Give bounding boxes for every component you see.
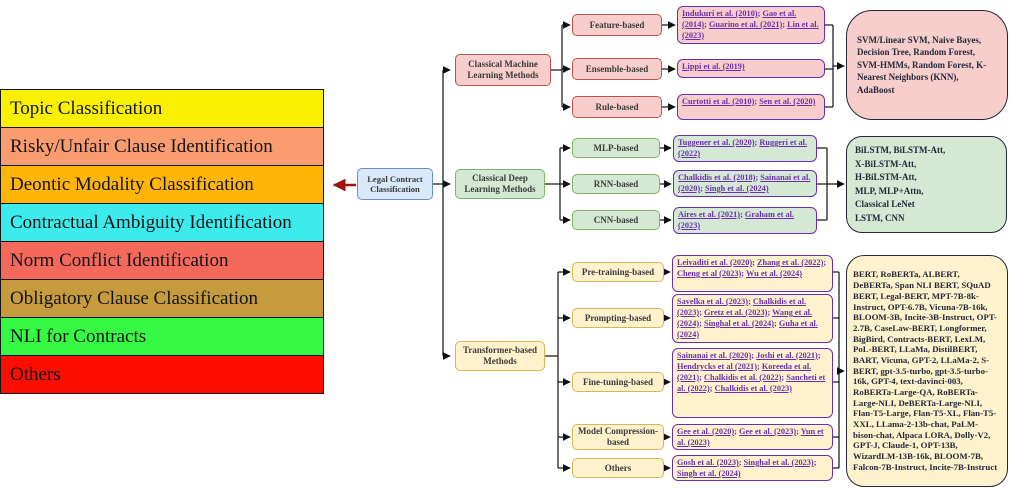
citation-link[interactable]: Singhal et al. (2023) bbox=[743, 458, 814, 467]
citations-cnn-based: Aires et al. (2021); Graham et al. (2023… bbox=[673, 207, 817, 234]
citation-link[interactable]: Leivaditi et al. (2020) bbox=[677, 258, 753, 267]
citation-link[interactable]: Gee et al. (2023) bbox=[738, 427, 797, 436]
citations-rnn-based: Chalkidis et al. (2018); Sainanai et al.… bbox=[673, 170, 817, 197]
citation-link[interactable]: Sancheti et al. (2022) bbox=[677, 372, 826, 393]
citations-mlp-based: Tuggener et al. (2020); Ruggeri et al. (… bbox=[673, 135, 817, 162]
citation-link[interactable]: Sainanai et al. (2020) bbox=[677, 351, 752, 360]
subnode-model-compression-based: Model Compression-based bbox=[572, 424, 664, 450]
root-node-legal-contract-classification: Legal Contract Classification bbox=[357, 168, 433, 200]
branch-transformer-based: Transformer-based Methods bbox=[455, 341, 545, 371]
subnode-feature-based: Feature-based bbox=[572, 14, 662, 36]
citation-link[interactable]: Gao et al. (2014) bbox=[682, 9, 797, 29]
citation-link[interactable]: Sen et al. (2020) bbox=[759, 97, 816, 106]
citation-link[interactable]: Cheng et al (2023) bbox=[677, 268, 742, 278]
task-nli-for-contracts: NLI for Contracts bbox=[0, 317, 324, 356]
citation-link[interactable]: Koreeda et al. (2021) bbox=[677, 361, 812, 382]
summary-classical-ml-text: SVM/Linear SVM, Naive Bayes, Decision Tr… bbox=[857, 34, 987, 95]
citations-feature-based: Indukuri et al. (2010); Gao et al. (2014… bbox=[677, 6, 825, 44]
citation-link[interactable]: Chalkidis et al. (2018) bbox=[678, 173, 756, 182]
citations-ensemble-based: Lippi et al. (2019) bbox=[677, 59, 825, 78]
citation-link[interactable]: Chalkidis et al. (2023) bbox=[677, 297, 807, 317]
citations-fine-tuning-based: Sainanai et al. (2020); Joshi et al. (20… bbox=[672, 348, 833, 418]
task-list: Topic Classification Risky/Unfair Clause… bbox=[0, 89, 324, 394]
citation-link[interactable]: Wang et al. (2024) bbox=[677, 307, 812, 328]
subnode-rnn-based: RNN-based bbox=[572, 174, 660, 194]
subnode-cnn-based: CNN-based bbox=[572, 210, 660, 230]
summary-classical-ml-models: SVM/Linear SVM, Naive Bayes, Decision Tr… bbox=[846, 10, 1008, 120]
task-topic-classification: Topic Classification bbox=[0, 89, 324, 128]
summary-classical-dl-text: BiLSTM, BiLSTM-Att, X-BiLSTM-Att, H-BiLS… bbox=[855, 145, 946, 223]
citation-link[interactable]: Wu et al. (2024) bbox=[745, 268, 803, 278]
citation-link[interactable]: Yun et al. (2023) bbox=[677, 427, 824, 447]
subnode-others: Others bbox=[572, 458, 664, 478]
citation-link[interactable]: Lin et al. (2023) bbox=[682, 19, 819, 40]
subnode-prompting-based: Prompting-based bbox=[572, 308, 664, 328]
citation-link[interactable]: Joshi et al. (2021) bbox=[756, 351, 818, 360]
citations-pre-training-based: Leivaditi et al. (2020); Zhang et al. (2… bbox=[672, 255, 833, 292]
citation-link[interactable]: Indukuri et al. (2010) bbox=[682, 9, 758, 18]
citation-link[interactable]: Hendrycks et al (2021) bbox=[677, 361, 757, 371]
citation-link[interactable]: Singh et al. (2024) bbox=[677, 468, 741, 478]
citation-link[interactable]: Guarino et al. (2021) bbox=[708, 19, 783, 29]
branch-classical-deep-learning: Classical Deep Learning Methods bbox=[455, 169, 545, 199]
citation-link[interactable]: Lippi et al. (2019) bbox=[682, 62, 745, 71]
citations-model-compression-based: Gee et al. (2020); Gee et al. (2023); Yu… bbox=[672, 424, 833, 450]
branch-classical-machine-learning: Classical Machine Learning Methods bbox=[455, 54, 551, 86]
citation-link[interactable]: Sainanai et al. (2020) bbox=[678, 173, 811, 193]
citation-link[interactable]: Chalkidis et al. (2023) bbox=[714, 383, 793, 393]
citation-link[interactable]: Ruggeri et al. (2022) bbox=[678, 138, 808, 158]
task-contractual-ambiguity: Contractual Ambiguity Identification bbox=[0, 203, 324, 242]
citations-prompting-based: Savelka et al. (2023); Chalkidis et al. … bbox=[672, 294, 833, 343]
citation-link[interactable]: Singh et al. (2024) bbox=[704, 183, 769, 193]
subnode-ensemble-based: Ensemble-based bbox=[572, 58, 662, 80]
subnode-rule-based: Rule-based bbox=[572, 96, 662, 118]
citations-others: Gosh et al. (2023); Singhal et al. (2023… bbox=[672, 455, 833, 481]
summary-classical-dl-models: BiLSTM, BiLSTM-Att, X-BiLSTM-Att, H-BiLS… bbox=[846, 136, 1007, 233]
summary-transformer-text: BERT, RoBERTa, ALBERT, DeBERTa, Span NLI… bbox=[853, 269, 998, 472]
task-others: Others bbox=[0, 355, 324, 394]
citation-link[interactable]: Savelka et al. (2023) bbox=[677, 297, 748, 306]
summary-transformer-models: BERT, RoBERTa, ALBERT, DeBERTa, Span NLI… bbox=[846, 255, 1008, 487]
citation-link[interactable]: Gee et al. (2020) bbox=[677, 427, 735, 436]
citation-link[interactable]: Guha et al. (2024) bbox=[677, 318, 818, 339]
subnode-mlp-based: MLP-based bbox=[572, 138, 660, 158]
citation-link[interactable]: Singhal et al. (2024) bbox=[703, 318, 775, 328]
citation-link[interactable]: Aires et al. (2021) bbox=[678, 210, 741, 219]
task-risky-unfair-clause: Risky/Unfair Clause Identification bbox=[0, 127, 324, 166]
citation-link[interactable]: Gosh et al. (2023) bbox=[677, 458, 739, 467]
task-norm-conflict: Norm Conflict Identification bbox=[0, 241, 324, 280]
citation-link[interactable]: Gretz et al. (2023) bbox=[703, 307, 768, 317]
task-deontic-modality: Deontic Modality Classification bbox=[0, 165, 324, 204]
citation-link[interactable]: Chalkidis et al. (2022) bbox=[703, 372, 782, 382]
citation-link[interactable]: Curtotti et al. (2010) bbox=[682, 97, 755, 106]
citation-link[interactable]: Graham et al. (2023) bbox=[678, 210, 794, 230]
citation-link[interactable]: Zhang et al. (2022) bbox=[756, 258, 824, 267]
task-obligatory-clause: Obligatory Clause Classification bbox=[0, 279, 324, 318]
citation-link[interactable]: Tuggener et al. (2020) bbox=[678, 138, 755, 147]
citations-rule-based: Curtotti et al. (2010); Sen et al. (2020… bbox=[677, 94, 825, 120]
subnode-fine-tuning-based: Fine-tuning-based bbox=[572, 372, 664, 392]
subnode-pre-training-based: Pre-training-based bbox=[572, 262, 664, 282]
